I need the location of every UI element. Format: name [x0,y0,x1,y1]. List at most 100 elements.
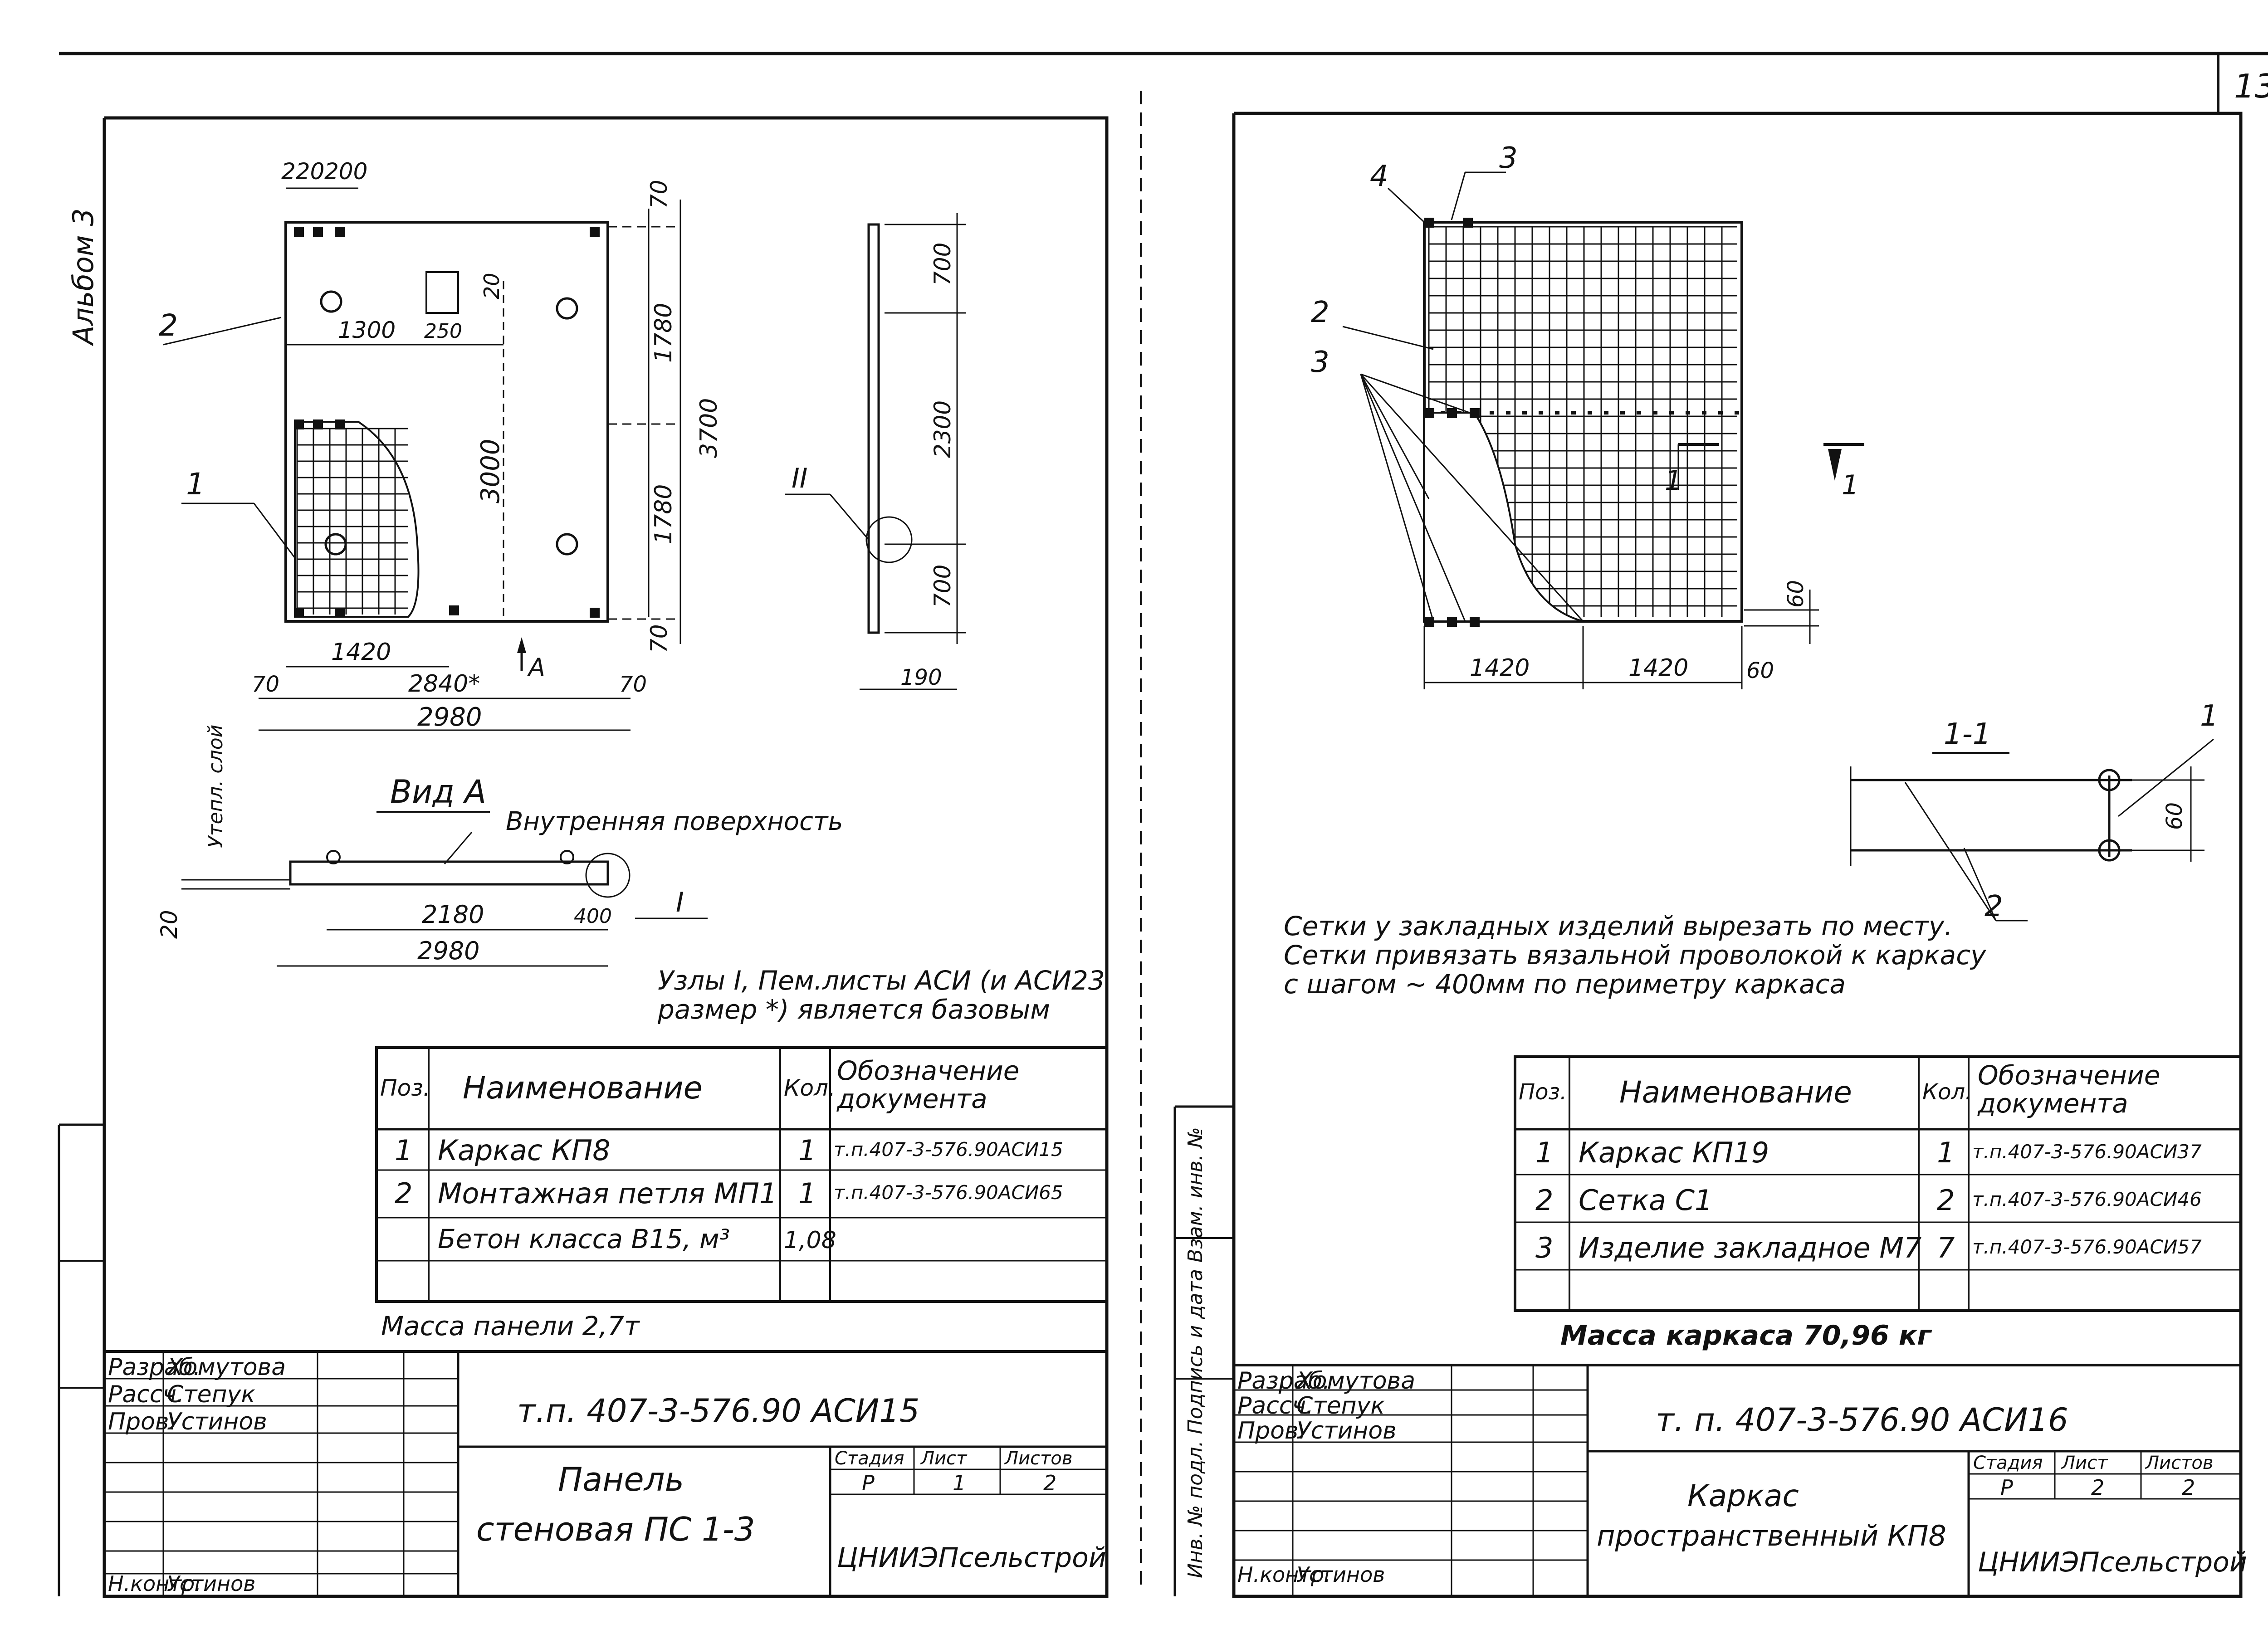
dim-220: 220 [281,158,324,185]
right-spec-r1-doc: т.п.407-3-576.90АСИ37 [1972,1141,2202,1163]
left-tb-stage-h: Стадия [835,1448,904,1469]
dim-1780-b: 1780 [650,484,677,544]
left-spec-r2-qty: 1 [798,1177,816,1210]
dim-250: 250 [424,320,462,343]
right-tb-stage-h: Стадия [1973,1453,2043,1473]
section-mark-right: 1 [1842,469,1859,501]
right-tb-role-3: Пров. [1237,1417,1306,1444]
left-note-line-1: Узлы I, Пем.листы АСИ (и АСИ23 [658,965,1105,996]
right-spec-r1-name: Каркас КП19 [1579,1136,1769,1169]
left-tb-role-3: Пров. [108,1408,177,1435]
left-spec-r1-qty: 1 [798,1134,816,1167]
left-tb-sheet-h: Лист [921,1448,967,1469]
right-dim-1420-b: 1420 [1628,654,1688,682]
right-note-line-3: с шагом ~ 400мм по периметру каркаса [1284,969,1846,1000]
left-tb-stage: Р [862,1471,875,1495]
left-title-block [104,1350,1107,1596]
right-spec-r2-qty: 2 [1937,1184,1955,1217]
right-spec-r3-name: Изделие закладное М7 [1579,1231,1922,1264]
left-note: Узлы I, Пем.листы АСИ (и АСИ23 размер *)… [658,966,1105,1024]
left-spec-h-qty: Кол. [784,1075,836,1101]
dim-2840: 2840* [408,670,480,697]
right-spec-r3-pos: 3 [1535,1231,1554,1264]
right-tb-title-1: Каркас [1687,1478,1799,1513]
left-tb-sheet: 1 [953,1471,966,1495]
section-pos-1: 1 [2200,699,2219,733]
dim-70-right: 70 [619,672,647,697]
dim-20: 20 [479,273,504,299]
right-spec-r3-doc: т.п.407-3-576.90АСИ57 [1972,1236,2202,1258]
left-tb-title-1: Панель [558,1460,684,1498]
left-tb-role-6: Н.контр. [108,1571,201,1596]
right-dim-1420-a: 1420 [1470,654,1530,682]
view-a [181,811,708,967]
left-spec-r1-pos: 1 [395,1134,413,1167]
right-tb-name-3: Устинов [1296,1417,1397,1444]
dim-3000: 3000 [476,439,505,503]
left-mass: Масса панели 2,7т [381,1311,640,1341]
section-pos-2: 2 [1984,890,2003,923]
node-II-label: II [792,463,807,494]
right-tb-sheets: 2 [2182,1475,2195,1500]
left-spec-r3-qty: 1,08 [784,1227,836,1254]
right-spec-h-doc: Обозначение документа [1978,1060,2160,1119]
side-dim-2300: 2300 [929,400,956,458]
right-tb-sheet-h: Лист [2062,1453,2108,1473]
left-spec-r2-pos: 2 [395,1177,413,1210]
view-a-inner-surface: Внутренняя поверхность [506,807,843,836]
view-a-dim-2980: 2980 [417,937,479,965]
right-tb-sheet: 2 [2091,1475,2105,1500]
right-spec-r3-qty: 7 [1937,1231,1955,1264]
left-spec-h-doc: Обозначение документа [837,1055,1020,1114]
left-tb-name-2: Степук [167,1381,255,1408]
album-label: Альбом 3 [67,208,100,346]
right-tb-title-2: пространственный КП8 [1597,1519,1946,1552]
right-spec-h-qty: Кол. [1922,1079,1972,1105]
right-spec-r2-name: Сетка С1 [1579,1184,1713,1217]
left-tb-title-2: стеновая ПС 1-3 [476,1510,755,1548]
left-sheet-frame [58,116,1109,1598]
right-spec-h-pos: Поз. [1519,1079,1567,1105]
right-tb-org: ЦНИИЭПсельстрой [1978,1546,2247,1578]
right-spec-table [1514,1055,2242,1312]
left-spec-h-pos: Поз. [380,1075,430,1101]
right-spec-r2-pos: 2 [1535,1184,1554,1217]
dim-200: 200 [324,158,367,185]
dim-70-left: 70 [252,672,279,697]
section-dim-60: 60 [2162,802,2187,830]
left-tb-sheets-h: Листов [1005,1448,1073,1469]
right-leader-pos-3-top: 3 [1499,141,1518,175]
right-dim-60-b: 60 [1746,658,1774,683]
page-number: 13 [2234,67,2268,105]
view-arrow-label: А [527,653,545,682]
right-leader-pos-4: 4 [1370,160,1388,193]
dim-3700: 3700 [695,398,723,458]
left-tb-role-2: Рассч. [108,1381,184,1408]
view-a-title: Вид А [390,773,486,810]
dim-70-top: 70 [646,180,672,209]
right-spec-h-name: Наименование [1619,1075,1852,1110]
left-tb-name-3: Устинов [167,1408,267,1435]
left-tb-sheets: 2 [1043,1471,1057,1495]
right-mass: Масса каркаса 70,96 кг [1560,1320,1931,1351]
right-spec-r1-qty: 1 [1937,1136,1955,1169]
right-spec-r1-pos: 1 [1535,1136,1554,1169]
left-tb-name-6: Устинов [167,1571,256,1596]
left-spec-r2-name: Монтажная петля МП1 [438,1177,777,1210]
right-tb-name-2: Степук [1296,1392,1385,1419]
right-tb-sheets-h: Листов [2146,1453,2214,1473]
dim-1420: 1420 [331,639,391,666]
left-spec-r3-name: Бетон класса В15, м³ [438,1224,730,1254]
right-title-block [1234,1364,2241,1596]
right-tb-role-1: Разраб. [1237,1367,1330,1395]
section-mark-left: 1 [1665,465,1682,497]
panel-side-section [785,213,966,690]
left-tb-org: ЦНИИЭПсельстрой [837,1542,1106,1574]
panel-elevation [259,187,681,731]
side-dim-190: 190 [900,665,942,690]
dim-2980: 2980 [417,702,482,732]
right-sheet-frame [1173,112,2243,1598]
right-tb-role-6: Н.контр. [1237,1562,1331,1587]
section-1-1-title: 1-1 [1944,717,1991,751]
